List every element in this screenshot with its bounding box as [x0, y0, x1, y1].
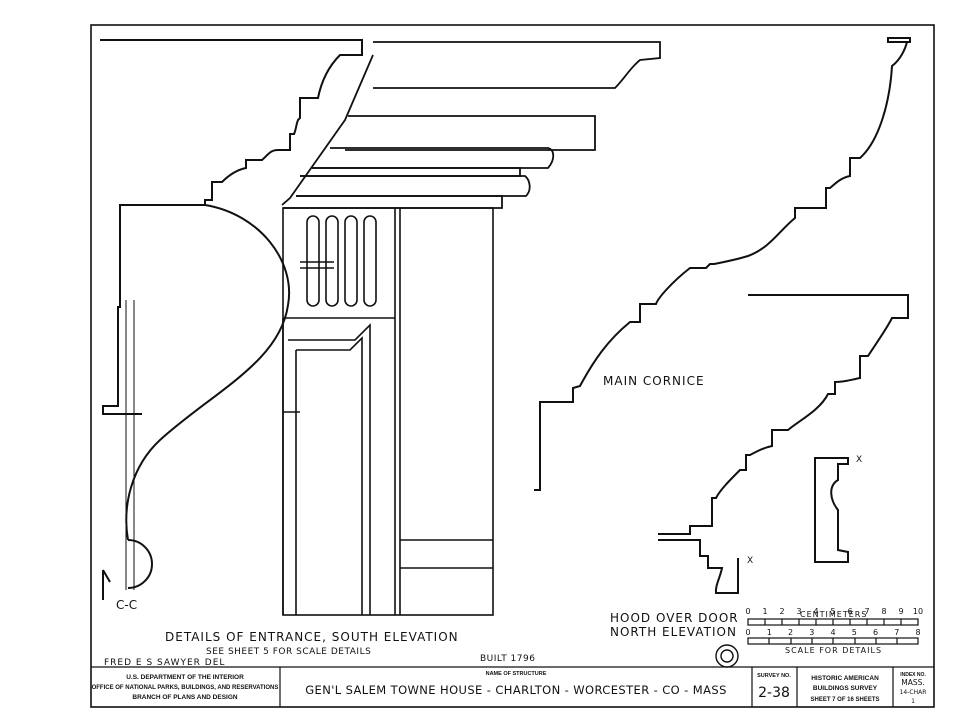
entrance-cornice-profile [100, 39, 363, 600]
index-line-2: 14-CHAR [900, 689, 927, 696]
scale-cm-tick-9: 9 [898, 607, 903, 616]
hood-profile [658, 294, 909, 594]
scale-cm-tick-1: 1 [762, 607, 767, 616]
drawing-subtitle: SEE SHEET 5 FOR SCALE DETAILS [206, 647, 371, 657]
marker-x-lower: X [747, 556, 753, 566]
scale-cm-tick-6: 6 [847, 607, 852, 616]
survey-no-header: SURVEY NO. [757, 673, 791, 679]
structure-name: GEN'L SALEM TOWNE HOUSE - CHARLTON - WOR… [305, 683, 727, 697]
agency-line-2: OFFICE OF NATIONAL PARKS, BUILDINGS, AND… [92, 685, 279, 691]
index-line-3: 1 [911, 698, 915, 705]
built-date: BUILT 1796 [480, 654, 535, 664]
program-line-2: BUILDINGS SURVEY [813, 685, 878, 692]
scale-cm-tick-2: 2 [779, 607, 784, 616]
scale-cm-tick-0: 0 [745, 607, 750, 616]
marker-x-upper: X [856, 455, 862, 465]
scale-cm-tick-10: 10 [913, 607, 923, 616]
scale-inch-tick-3: 3 [809, 628, 814, 637]
frieze-flutes [300, 215, 377, 307]
agency-line-3: BRANCH OF PLANS AND DESIGN [132, 694, 238, 701]
door-frame [282, 207, 494, 616]
scale-bars [747, 618, 919, 645]
scale-inch-tick-2: 2 [788, 628, 793, 637]
index-header: INDEX NO. [900, 672, 926, 678]
scale-inch-tick-8: 8 [915, 628, 920, 637]
agency-line-1: U.S. DEPARTMENT OF THE INTERIOR [126, 674, 244, 681]
sheet-count: SHEET 7 OF 16 SHEETS [810, 697, 879, 703]
sheet-border [90, 24, 935, 708]
scale-inch-tick-1: 1 [767, 628, 772, 637]
scale-inch-tick-6: 6 [873, 628, 878, 637]
scale-cm-label: CENTIMETERS [800, 610, 867, 619]
hood-label-2: NORTH ELEVATION [610, 625, 737, 639]
scale-cm-tick-3: 3 [796, 607, 801, 616]
scale-caption: SCALE FOR DETAILS [785, 646, 882, 655]
delineator: FRED E S SAWYER DEL [104, 658, 225, 668]
program-line-1: HISTORIC AMERICAN [811, 675, 879, 682]
scale-cm-ticks: 0 1 2 3 4 5 6 7 8 9 10 [745, 607, 923, 616]
section-label: C-C [116, 598, 137, 612]
scale-inch-ticks: 0 1 2 3 4 5 6 7 8 [745, 628, 920, 637]
scale-inch-tick-0: 0 [745, 628, 750, 637]
scale-inch-tick-4: 4 [830, 628, 835, 637]
drawing-title: DETAILS OF ENTRANCE, SOUTH ELEVATION [165, 630, 459, 644]
main-cornice-label: MAIN CORNICE [603, 374, 705, 388]
survey-seal [715, 644, 739, 668]
scale-cm-tick-7: 7 [864, 607, 869, 616]
survey-no: 2-38 [758, 685, 790, 701]
entrance-cornice-block [281, 41, 661, 209]
index-line-1: MASS. [901, 678, 925, 687]
structure-name-header: NAME OF STRUCTURE [486, 671, 547, 677]
title-block-frame [91, 666, 934, 707]
scale-inch-tick-7: 7 [894, 628, 899, 637]
main-cornice-profile [534, 37, 911, 491]
scale-cm-tick-4: 4 [813, 607, 818, 616]
scale-cm-tick-5: 5 [830, 607, 835, 616]
scale-cm-tick-8: 8 [881, 607, 886, 616]
hood-label-1: HOOD OVER DOOR [610, 611, 739, 625]
section-lines [125, 300, 135, 590]
scale-inch-tick-5: 5 [852, 628, 857, 637]
